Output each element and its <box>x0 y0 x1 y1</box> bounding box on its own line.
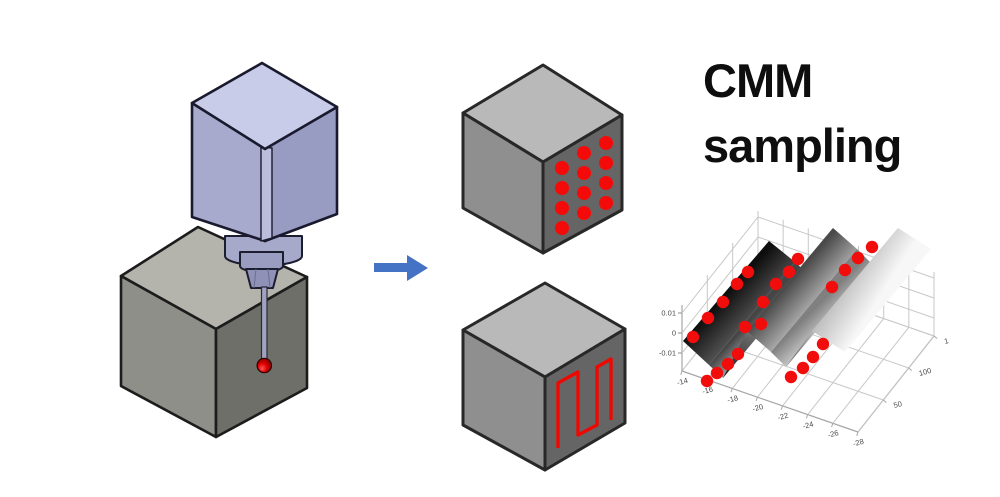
surface-sample-dot <box>838 263 852 277</box>
sample-point-dot <box>599 136 613 150</box>
surface-sample-dot <box>796 361 810 375</box>
sample-point-dot <box>555 201 569 215</box>
ridge2-crest <box>747 228 857 352</box>
sample-point-dot <box>577 206 591 220</box>
grid-line <box>832 326 910 424</box>
tick-label: -22 <box>777 411 790 422</box>
figure-title: CMM sampling <box>703 48 902 178</box>
tick-label: -20 <box>751 402 764 413</box>
probe-box-top-face <box>190 61 339 151</box>
grid-line <box>681 216 759 314</box>
tick-label: -14 <box>676 376 689 387</box>
probe-box-front-chamfer <box>260 146 273 242</box>
sample-point-dot <box>555 161 569 175</box>
grid-line <box>857 335 935 433</box>
surface-sample-dot <box>791 252 805 266</box>
sample-point-dot <box>577 166 591 180</box>
surface-sample-dot <box>784 370 798 384</box>
sample-point-dot <box>555 181 569 195</box>
sample-point-dot <box>599 176 613 190</box>
grid-line <box>882 399 887 403</box>
title-line-1: CMM <box>703 54 813 107</box>
adapter-facet <box>253 268 257 289</box>
tick-label: -26 <box>827 428 840 439</box>
surface-sample-dot <box>741 265 755 279</box>
ridge3-crest <box>812 228 931 352</box>
sample-point-dot <box>599 196 613 210</box>
tick-label: 0.01 <box>661 309 676 318</box>
tick-label: 0 <box>672 329 676 338</box>
surface-sample-dot <box>721 357 735 371</box>
grid-line <box>908 367 913 371</box>
surface-sample-dot <box>754 317 768 331</box>
tick-label: 100 <box>918 366 932 378</box>
surface-sample-dot <box>816 337 830 351</box>
tick-label: 1 <box>943 336 949 346</box>
grid-line <box>807 318 885 415</box>
surface-plot: -14 -16 -18 -20 -22 -24 -26 -28 50 100 1 0.01 0 -0.01 <box>659 211 950 448</box>
surface-sample-dot <box>769 277 783 291</box>
tick-label: -18 <box>726 393 739 404</box>
right-arrow-icon <box>374 255 428 281</box>
grid-line <box>730 388 733 393</box>
surface-sample-dot <box>730 277 744 291</box>
grid-line <box>780 405 784 410</box>
sample-point-dot <box>577 186 591 200</box>
adapter-facet <box>267 268 271 289</box>
tick-label: -16 <box>701 385 714 396</box>
grid-line <box>680 370 683 375</box>
probe-adapter <box>245 268 279 289</box>
probe-head <box>190 61 339 374</box>
cube-right-face <box>541 113 624 255</box>
grid-line <box>805 414 809 419</box>
surface-sample-dot <box>782 265 796 279</box>
tick-label: -24 <box>802 419 815 430</box>
surface-sample-dot <box>701 311 715 325</box>
continuous-scan-cube <box>461 281 627 472</box>
grid-line <box>856 431 859 436</box>
scan-path <box>556 357 613 448</box>
probe-stylus <box>260 286 268 362</box>
probe-ball-tip <box>256 357 273 374</box>
tick-label: -28 <box>852 437 865 448</box>
grid-line <box>755 396 758 402</box>
surface-sample-dot <box>851 251 865 265</box>
surface-sample-dot <box>756 295 770 309</box>
surface-sample-dot <box>710 366 724 380</box>
ridge1-crest <box>683 241 795 365</box>
title-line-2: sampling <box>703 119 902 172</box>
discrete-sampling-cube <box>461 63 624 255</box>
workpiece-cube <box>119 225 309 439</box>
tick-label: -0.01 <box>659 349 676 358</box>
surface-sample-dot <box>825 280 839 294</box>
sample-point-dot <box>555 221 569 235</box>
grid-line <box>831 423 834 428</box>
block-arrow <box>374 255 428 281</box>
surface-sample-dot <box>806 350 820 364</box>
surface-sample-dot <box>700 374 714 388</box>
surface-sample-dot <box>731 347 745 361</box>
grid-line <box>681 236 759 334</box>
valley2 <box>771 249 872 367</box>
surface-sample-dot <box>738 320 752 334</box>
tick-label: 50 <box>892 399 902 410</box>
sample-point-dot <box>577 146 591 160</box>
surface-sample-dot <box>686 330 700 344</box>
grid-line <box>933 335 938 339</box>
sample-point-dot <box>599 156 613 170</box>
surface-sample-dot <box>865 240 879 254</box>
surface-sample-dot <box>716 295 730 309</box>
